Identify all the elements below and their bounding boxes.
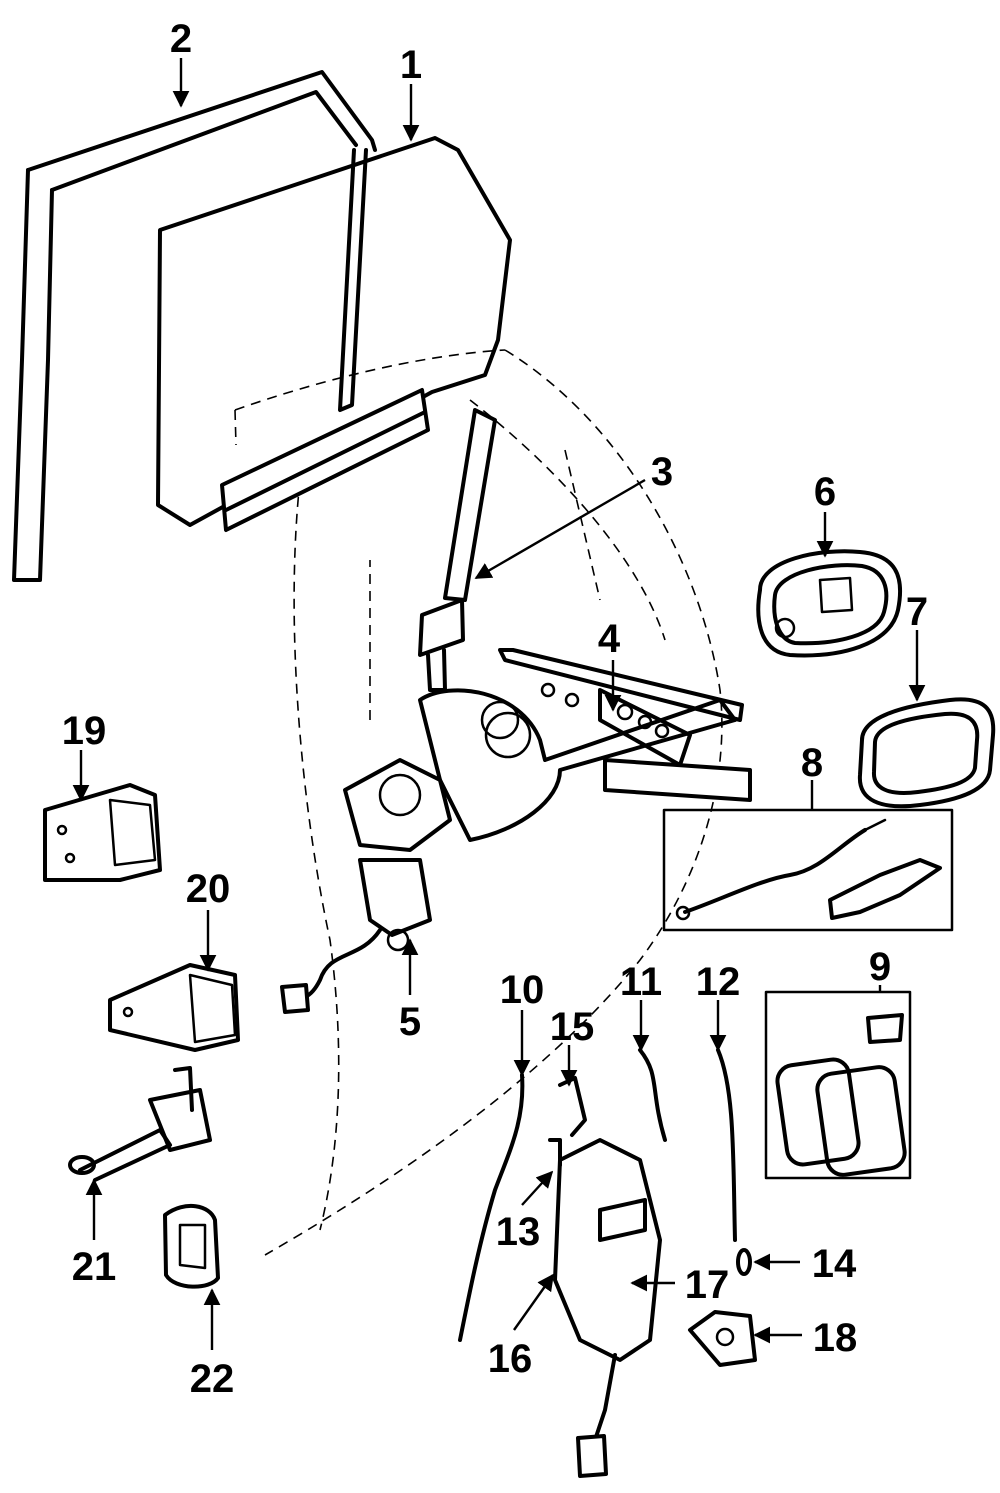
callout-4: 4 — [598, 617, 621, 661]
callout-19: 19 — [62, 709, 107, 753]
callout-15: 15 — [550, 1005, 595, 1049]
part-20-hinge — [108, 963, 240, 1052]
part-4-window-regulator — [418, 648, 752, 842]
part-3-glass-run — [418, 408, 497, 692]
part-22-cap — [163, 1203, 220, 1289]
part-17-latch — [548, 1138, 662, 1478]
part-21-check-link — [68, 1066, 212, 1182]
part-14-clip — [736, 1248, 752, 1276]
leaders — [72, 58, 926, 1350]
callout-10: 10 — [500, 968, 545, 1012]
part-2-run-channel — [12, 70, 377, 582]
callout-12: 12 — [696, 960, 741, 1004]
part-5-regulator-motor — [280, 758, 452, 1014]
part-19-hinge — [43, 783, 162, 882]
callout-20: 20 — [186, 867, 231, 911]
part-11-rod — [638, 1048, 667, 1142]
part-6-handle-housing — [756, 549, 903, 658]
part-18-striker — [688, 1310, 757, 1367]
part-9-handle-set — [764, 990, 912, 1180]
part-12-rod — [716, 1048, 737, 1242]
door-outline — [234, 349, 723, 1256]
part-1-door-glass — [156, 136, 512, 532]
callout-18: 18 — [813, 1316, 858, 1360]
part-7-bezel — [857, 697, 996, 809]
part-15-clip — [558, 1076, 587, 1137]
callout-3: 3 — [651, 450, 673, 494]
callout-21: 21 — [72, 1245, 117, 1289]
callout-17: 17 — [685, 1263, 730, 1307]
callout-2: 2 — [170, 17, 192, 61]
callout-7: 7 — [906, 590, 928, 634]
callout-13: 13 — [496, 1210, 541, 1254]
callout-5: 5 — [399, 1000, 421, 1044]
callout-14: 14 — [812, 1242, 857, 1286]
callout-6: 6 — [814, 470, 836, 514]
callout-16: 16 — [488, 1337, 533, 1381]
part-8-handle-kit — [662, 808, 954, 932]
callout-labels: 1 2 3 4 5 6 7 8 9 10 11 12 13 14 15 16 1… — [62, 17, 928, 1401]
part-10-rod — [458, 1073, 525, 1342]
callout-9: 9 — [869, 945, 891, 989]
callout-22: 22 — [190, 1357, 235, 1401]
callout-1: 1 — [400, 43, 422, 87]
callout-11: 11 — [620, 960, 662, 1004]
callout-8: 8 — [801, 741, 823, 785]
